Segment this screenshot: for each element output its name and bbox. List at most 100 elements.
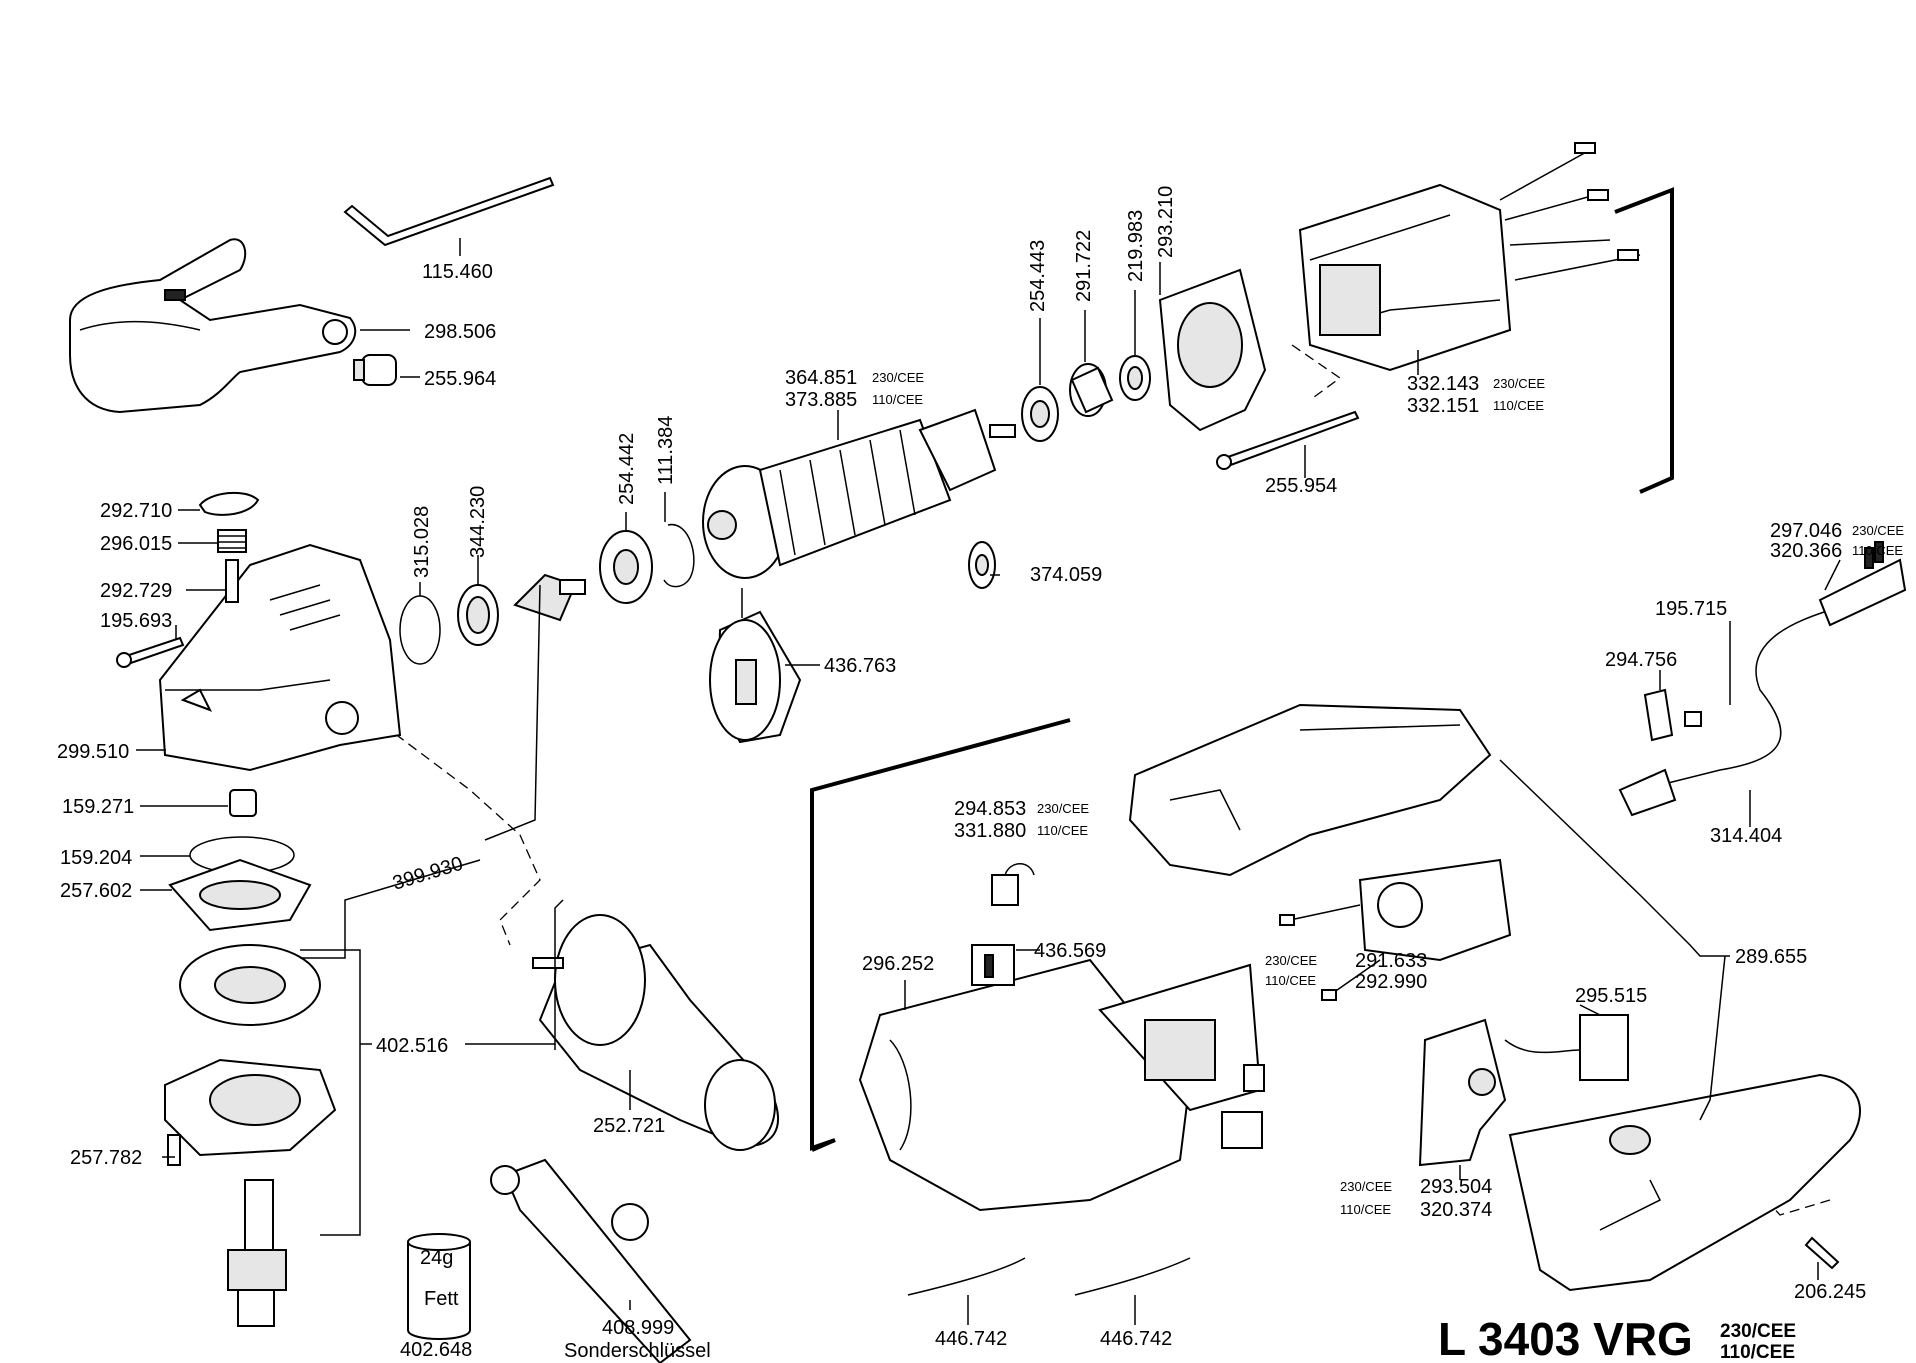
label-374059: 374.059: [1030, 564, 1102, 586]
label-289655: 289.655: [1735, 946, 1807, 968]
label-436569: 436.569: [1034, 940, 1106, 962]
ring-219983-part: [1119, 355, 1151, 401]
label-364851: 364.851: [785, 367, 857, 389]
stator-part: [1298, 142, 1641, 372]
button-292710-part: [198, 491, 260, 516]
tag-291633-230: 230/CEE: [1265, 953, 1317, 968]
label-298506: 298.506: [424, 321, 496, 343]
screw-195693-part: [116, 636, 185, 668]
label-293210: 293.210: [1155, 186, 1177, 258]
electronic-module-part: [1279, 858, 1512, 1001]
baffle-293210-part: [1158, 268, 1267, 432]
screw-206245-part: [1804, 1236, 1840, 1270]
tag-320366-110: 110/CEE: [1852, 543, 1903, 558]
ring-344230-part: [457, 584, 499, 646]
carbon-brush-part: [991, 863, 1035, 906]
power-cable-part: [1618, 541, 1907, 817]
label-332143: 332.143: [1407, 373, 1479, 395]
cable-tie-b-part: [1074, 1257, 1191, 1296]
bearing-254442-part: [599, 530, 653, 604]
label-293504: 293.504: [1420, 1176, 1492, 1198]
label-446742-b: 446.742: [1100, 1328, 1172, 1350]
motor-group-frame: [1614, 187, 1674, 494]
wheel-guard-part: [69, 238, 357, 414]
label-254442: 254.442: [616, 433, 638, 505]
grease-name-label: Fett: [424, 1288, 459, 1310]
label-315028: 315.028: [411, 506, 433, 578]
spring-296015-part: [217, 529, 247, 553]
capacitor-295515-part: [1504, 1014, 1629, 1081]
screw-255954-part: [1216, 410, 1360, 470]
brush-holder-436569-part: [971, 944, 1015, 986]
axis-guard: [369, 714, 541, 946]
bearing-flange-part: [164, 1058, 337, 1157]
label-sonderschluessel: Sonderschlüssel: [564, 1340, 711, 1362]
allen-key-part: [343, 176, 555, 256]
model-variant-230: 230/CEE: [1720, 1321, 1796, 1342]
special-wrench-part: [490, 1158, 692, 1363]
label-195715: 195.715: [1655, 598, 1727, 620]
label-292729: 292.729: [100, 580, 172, 602]
label-257782: 257.782: [70, 1147, 142, 1169]
armature-part: [702, 408, 1016, 579]
tag-294853-230: 230/CEE: [1037, 801, 1089, 816]
pin-292729-part: [225, 559, 239, 603]
label-402516: 402.516: [376, 1035, 448, 1057]
label-255954: 255.954: [1265, 475, 1337, 497]
tag-364851-230: 230/CEE: [872, 370, 924, 385]
sleeve-291722-part: [1069, 363, 1114, 417]
bevel-gear-part: [179, 944, 321, 1026]
model-variant-110: 110/CEE: [1720, 1342, 1795, 1363]
label-159204: 159.204: [60, 847, 132, 869]
bush-159271-part: [229, 789, 257, 817]
label-159271: 159.271: [62, 796, 134, 818]
label-320366: 320.366: [1770, 540, 1842, 562]
label-296252: 296.252: [862, 953, 934, 975]
label-219983: 219.983: [1125, 210, 1147, 282]
grease-can-part: [407, 1233, 471, 1340]
pinion-399930-part: [513, 573, 586, 622]
label-408999: 408.999: [602, 1317, 674, 1339]
tag-373885-110: 110/CEE: [872, 392, 923, 407]
label-255964: 255.964: [424, 368, 496, 390]
label-292710: 292.710: [100, 500, 172, 522]
bearing-254443-part: [1021, 386, 1059, 442]
leader-lines: [136, 262, 1841, 1325]
circlip-111384-part: [663, 524, 695, 588]
axis-handle: [1719, 1149, 1831, 1216]
label-446742-a: 446.742: [935, 1328, 1007, 1350]
tag-297046-230: 230/CEE: [1852, 523, 1904, 538]
label-402648: 402.648: [400, 1339, 472, 1361]
axis-stator: [1291, 344, 1342, 401]
cable-tie-a-part: [907, 1257, 1026, 1296]
tag-331880-110: 110/CEE: [1037, 823, 1088, 838]
motor-housing-part: [858, 958, 1262, 1212]
label-195693: 195.693: [100, 610, 172, 632]
spindle-part: [227, 1179, 287, 1327]
label-295515: 295.515: [1575, 985, 1647, 1007]
tag-292990-110: 110/CEE: [1265, 973, 1316, 988]
label-436763: 436.763: [824, 655, 896, 677]
brush-holder-2-part: [1221, 1064, 1265, 1149]
grease-amount-label: 24g: [420, 1247, 453, 1269]
label-314404: 314.404: [1710, 825, 1782, 847]
label-206245: 206.245: [1794, 1281, 1866, 1303]
label-344230: 344.230: [467, 486, 489, 558]
label-373885: 373.885: [785, 389, 857, 411]
screw-195715-part: [1684, 711, 1702, 727]
tag-320374-110: 110/CEE: [1340, 1202, 1391, 1217]
label-399930: 399.930: [390, 853, 466, 895]
label-296015: 296.015: [100, 533, 172, 555]
side-handle-part: [532, 914, 780, 1151]
gasket-257602-part: [168, 858, 312, 932]
label-297046: 297.046: [1770, 520, 1842, 542]
handle-upper-part: [1128, 703, 1492, 877]
label-292990: 292.990: [1355, 971, 1427, 993]
label-291722: 291.722: [1073, 230, 1095, 302]
switch-293504-part: [1418, 1018, 1507, 1167]
label-252721: 252.721: [593, 1115, 665, 1137]
tag-332143-230: 230/CEE: [1493, 376, 1545, 391]
label-320374: 320.374: [1420, 1199, 1492, 1221]
label-115460: 115.460: [422, 261, 493, 283]
